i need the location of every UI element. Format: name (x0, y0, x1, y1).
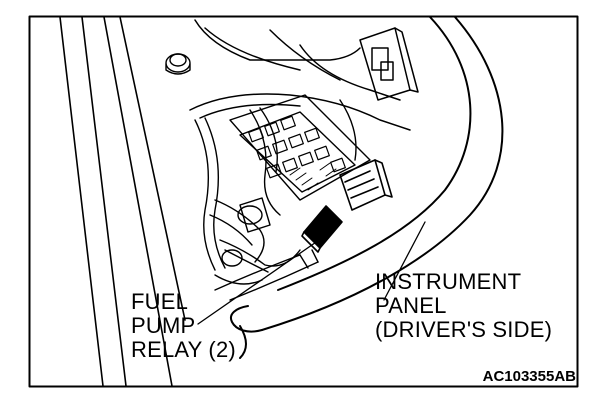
wiring-harness (194, 99, 357, 285)
figure-border (28, 15, 579, 388)
fuel-pump-relay-label: FUEL PUMP RELAY (2) (131, 290, 236, 362)
leader-lines (197, 221, 426, 325)
label-line: FUEL (131, 289, 189, 314)
instrument-panel-shell (230, 16, 504, 359)
relay-box (339, 159, 393, 211)
junction-block (229, 94, 371, 201)
dash-upper (189, 19, 411, 131)
connector-block (359, 27, 419, 101)
bolt (165, 53, 191, 75)
label-line: INSTRUMENT (375, 269, 522, 294)
figure-code: AC103355AB (482, 368, 576, 385)
label-line: PANEL (375, 293, 447, 318)
label-line: RELAY (2) (131, 337, 236, 362)
label-line: (DRIVER'S SIDE) (375, 317, 553, 342)
door-pillar (59, 16, 186, 387)
instrument-panel-label: INSTRUMENT PANEL (DRIVER'S SIDE) (375, 270, 552, 342)
lower-panel (214, 249, 319, 301)
label-line: PUMP (131, 313, 196, 338)
fuel-pump-relay (301, 205, 343, 253)
